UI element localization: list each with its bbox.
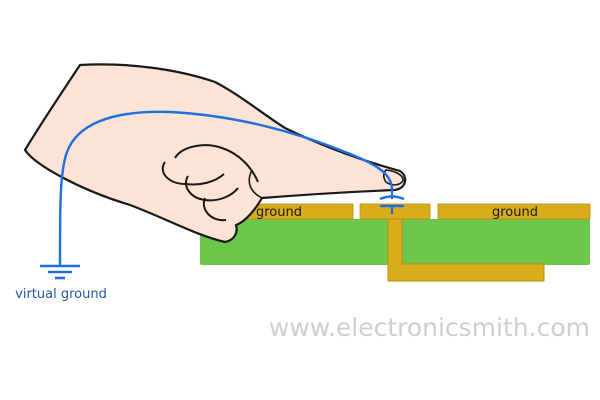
virtual-ground-label: virtual ground xyxy=(15,287,107,302)
hand-palm xyxy=(23,63,407,244)
capacitor-symbol xyxy=(379,190,405,214)
curled-finger-4 xyxy=(202,197,227,222)
body-capacitance-wire xyxy=(58,110,394,264)
ground-label-left: ground xyxy=(256,205,302,220)
watermark-text: www.electronicsmith.com xyxy=(269,313,590,342)
finger-crease xyxy=(248,169,263,199)
ground-label-right: ground xyxy=(492,205,538,220)
hand-illustration xyxy=(23,63,407,244)
sensor-pad xyxy=(359,203,431,220)
ground-pad-right xyxy=(437,203,591,220)
ground-symbol xyxy=(40,262,80,280)
fingernail xyxy=(382,169,404,186)
